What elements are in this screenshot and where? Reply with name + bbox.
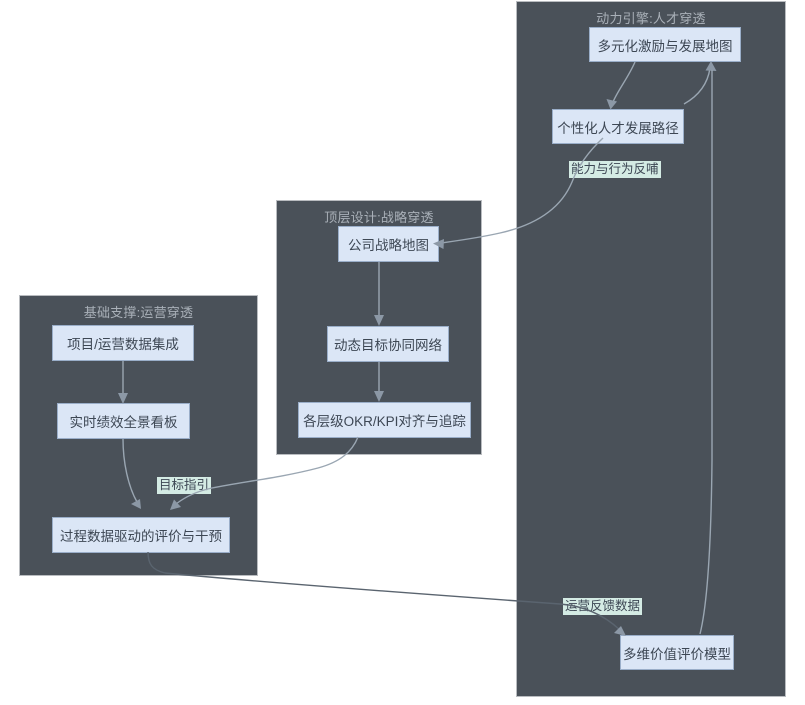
node-incentive-map-label: 多元化激励与发展地图	[597, 38, 733, 54]
node-strategy-map[interactable]: 公司战略地图	[338, 226, 439, 262]
arrowhead-integration-to-dashboard	[118, 393, 128, 404]
node-talent-path-label: 个性化人才发展路径	[557, 120, 679, 136]
node-okr-align-label: 各层级OKR/KPI对齐与追踪	[303, 414, 466, 429]
edge-label-capability-feedback: 能力与行为反哺	[569, 161, 661, 178]
edge-incentive-to-path	[612, 61, 636, 103]
arrowhead-path-to-incentive	[705, 61, 717, 71]
node-okr-align[interactable]: 各层级OKR/KPI对齐与追踪	[298, 402, 471, 438]
arrowhead-incentive-to-path	[606, 99, 617, 110]
edge-label-goal-guidance: 目标指引	[157, 477, 212, 494]
node-talent-path[interactable]: 个性化人才发展路径	[552, 109, 684, 144]
edge-label-operation-feedback: 运营反馈数据	[563, 598, 643, 615]
node-goal-network-label: 动态目标协同网络	[334, 338, 442, 353]
node-data-integration[interactable]: 项目/运营数据集成	[52, 325, 194, 361]
node-realtime-dashboard-label: 实时绩效全景看板	[69, 415, 178, 430]
cluster-strategy-title: 顶层设计:战略穿透	[324, 210, 434, 225]
cluster-talent-title: 动力引擎:人才穿透	[596, 11, 706, 26]
arrowhead-okr-to-process	[170, 499, 181, 510]
cluster-operation-title: 基础支撑:运营穿透	[83, 305, 194, 320]
node-data-integration-label: 项目/运营数据集成	[67, 337, 179, 352]
node-strategy-map-label: 公司战略地图	[348, 238, 429, 253]
edge-value-to-incentive	[699, 70, 713, 635]
node-value-model[interactable]: 多维价值评价模型	[620, 635, 734, 670]
edge-process-to-value	[147, 551, 621, 631]
node-value-model-label: 多维价值评价模型	[623, 646, 731, 662]
arrowhead-strategy-to-network	[374, 315, 384, 326]
node-process-eval-label: 过程数据驱动的评价与干预	[60, 529, 222, 544]
arrowhead-network-to-okr	[374, 391, 384, 402]
arrowhead-dashboard-to-process	[131, 499, 141, 509]
node-goal-network[interactable]: 动态目标协同网络	[327, 326, 449, 362]
edge-path-to-incentive	[683, 67, 711, 105]
edge-okr-to-process	[175, 436, 359, 505]
arrowhead-path-to-strategy	[433, 239, 444, 249]
edge-dashboard-to-process	[122, 438, 138, 503]
node-incentive-map[interactable]: 多元化激励与发展地图	[589, 27, 741, 62]
node-realtime-dashboard[interactable]: 实时绩效全景看板	[57, 403, 190, 439]
arrowhead-process-to-value	[614, 626, 626, 636]
edge-path-to-strategy	[440, 137, 604, 244]
node-process-eval[interactable]: 过程数据驱动的评价与干预	[52, 517, 230, 553]
